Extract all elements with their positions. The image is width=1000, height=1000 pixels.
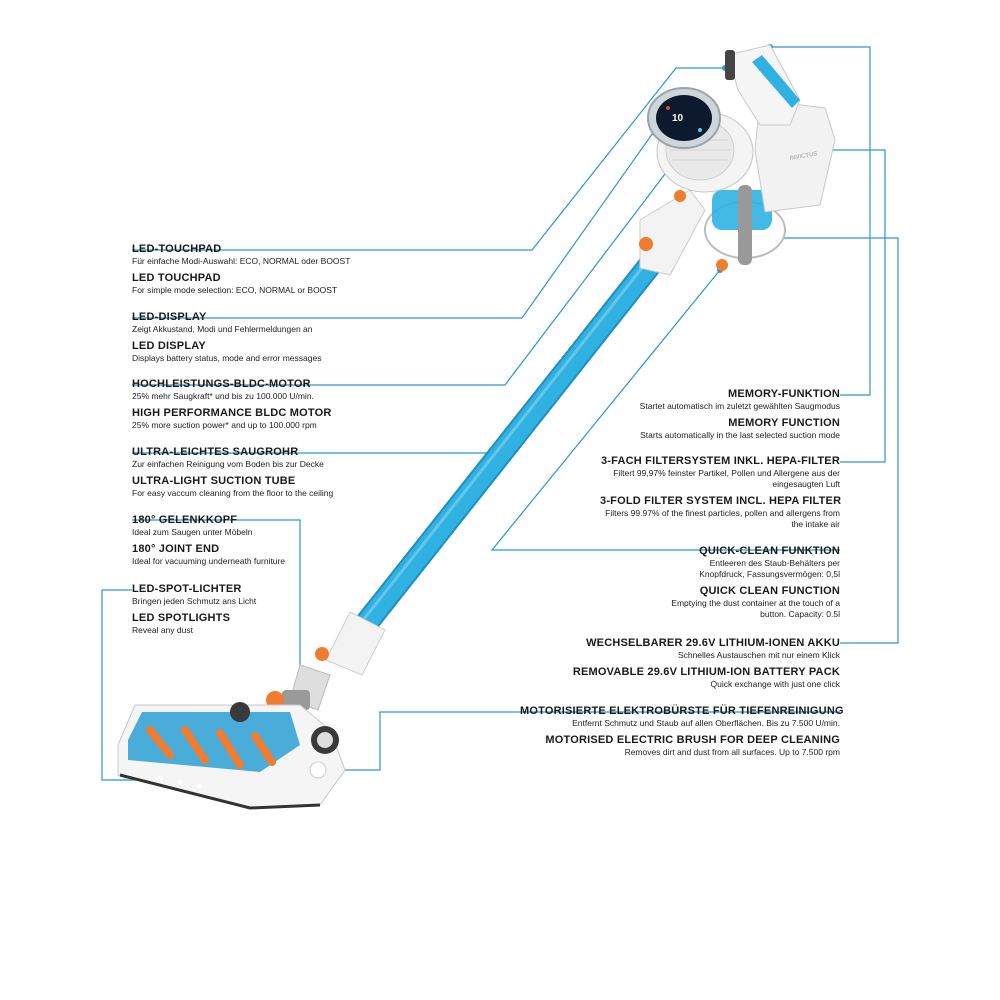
feature-electric-brush: MOTORISIERTE ELEKTROBÜRSTE FÜR TIEFENREI… [520,705,844,758]
display-readout: 10 [672,113,684,124]
vacuum-main-body: INVICTUS 10 [639,44,836,276]
feature-desc-en: Reveal any dust [132,625,193,635]
feature-title-en: LED SPOTLIGHTS [132,612,231,624]
feature-desc-de: Startet automatisch im zuletzt gewählten… [639,401,840,411]
feature-title-de: LED-SPOT-LICHTER [132,583,242,595]
feature-title-en: REMOVABLE 29.6V LITHIUM-ION BATTERY PACK [572,666,840,678]
callout-lines [101,46,899,781]
feature-title-de: MOTORISIERTE ELEKTROBÜRSTE FÜR TIEFENREI… [520,705,844,717]
callout-line-filter [822,149,886,463]
feature-desc-en: Emptying the dust container at the touch… [671,598,840,619]
feature-title-en: HIGH PERFORMANCE BLDC MOTOR [132,407,332,419]
feature-title-de: MEMORY-FUNKTION [728,388,840,400]
feature-title-de: QUICK-CLEAN FUNKTION [699,545,840,557]
feature-desc-en: Ideal for vacuuming underneath furniture [132,556,286,566]
feature-title-en: 3-FOLD FILTER SYSTEM INCL. HEPA FILTER [600,495,842,507]
feature-title-en: LED DISPLAY [132,340,206,352]
feature-desc-de: Zur einfachen Reinigung vom Boden bis zu… [132,459,324,469]
callout-line-memory [770,46,871,396]
feature-title-en: 180° JOINT END [132,543,220,555]
feature-title-de: WECHSELBARER 29.6V LITHIUM-IONEN AKKU [586,637,840,649]
callout-line-motor [132,169,669,386]
feature-title-en: MEMORY FUNCTION [728,417,840,429]
feature-title-en: ULTRA-LIGHT SUCTION TUBE [132,475,296,487]
feature-title-de: 3-FACH FILTERSYSTEM INKL. HEPA-FILTER [600,455,840,467]
feature-title-de: LED-TOUCHPAD [132,243,222,255]
feature-title-en: QUICK CLEAN FUNCTION [699,585,840,597]
feature-desc-de: Zeigt Akkustand, Modi und Fehlermeldunge… [132,324,313,334]
feature-title-de: ULTRA-LEICHTES SAUGROHR [132,446,299,458]
feature-title-en: MOTORISED ELECTRIC BRUSH FOR DEEP CLEANI… [545,734,840,746]
feature-desc-en: Quick exchange with just one click [710,679,840,689]
feature-desc-de: Ideal zum Saugen unter Möbeln [132,527,253,537]
callout-line-joint [132,519,301,685]
feature-desc-en: 25% more suction power* and up to 100.00… [132,420,317,430]
feature-title-en: LED TOUCHPAD [132,272,221,284]
suction-tube: INVICTUS [353,253,662,637]
feature-desc-de: Entfernt Schmutz und Staub auf allen Obe… [572,718,840,728]
callout-line-display [132,129,656,319]
feature-title-de: LED-DISPLAY [132,311,207,323]
callout-line-quickclean [490,269,840,551]
callout-line-brush [318,711,840,771]
feature-desc-en: For easy vaccum cleaning from the floor … [132,488,334,498]
feature-title-de: HOCHLEISTUNGS-BLDC-MOTOR [132,378,311,390]
feature-title-de: 180° GELENKKOPF [132,514,238,526]
feature-desc-de: Schnelles Austauschen mit nur einem Klic… [677,650,840,660]
feature-desc-en: Displays battery status, mode and error … [132,353,322,363]
callout-line-touchpad [132,67,725,251]
feature-desc-de: 25% mehr Saugkraft* und bis zu 100.000 U… [132,391,314,401]
feature-desc-en: Filters 99.97% of the finest particles, … [605,508,840,529]
callout-line-battery [765,237,899,644]
floor-brush-head [117,702,346,810]
feature-desc-en: For simple mode selection: ECO, NORMAL o… [132,285,338,295]
feature-desc-de: Entleeren des Staub-Behälters per Knopfd… [699,558,840,579]
feature-desc-en: Removes dirt and dust from all surfaces.… [624,747,840,757]
tube-connector [266,611,386,711]
svg-text:INVICTUS: INVICTUS [789,151,818,162]
feature-desc-de: Bringen jeden Schmutz ans Licht [132,596,257,606]
feature-desc-de: Für einfache Modi-Auswahl: ECO, NORMAL o… [132,256,351,266]
feature-desc-en: Starts automatically in the last selecte… [640,430,840,440]
feature-desc-de: Filtert 99,97% feinster Partikel, Pollen… [613,468,840,489]
